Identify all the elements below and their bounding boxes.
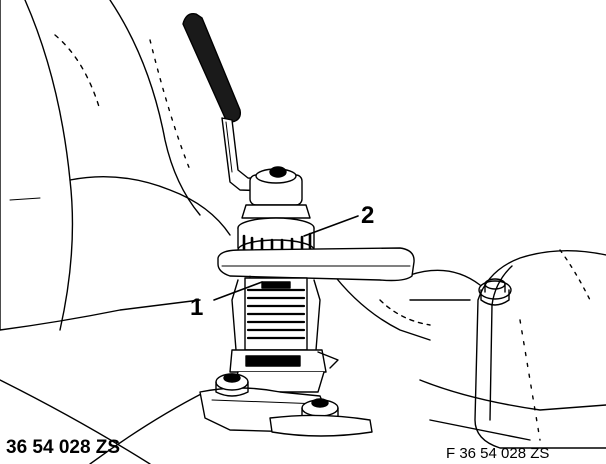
base-plate: [217, 247, 415, 293]
mounting-bracket: [409, 249, 606, 449]
figure-code: 36 54 028 ZS: [6, 437, 121, 458]
bolts: [215, 373, 373, 437]
callout-leaders: [213, 215, 359, 301]
shift-lever: [182, 13, 301, 193]
figure-reference: F 36 54 028 ZS: [446, 445, 550, 462]
lever-head: [241, 166, 311, 219]
callout-1-label: 1: [190, 294, 204, 321]
spring-shaft-assembly: [231, 277, 321, 351]
callout-2-label: 2: [361, 202, 375, 229]
housing-outline: [0, 0, 431, 464]
